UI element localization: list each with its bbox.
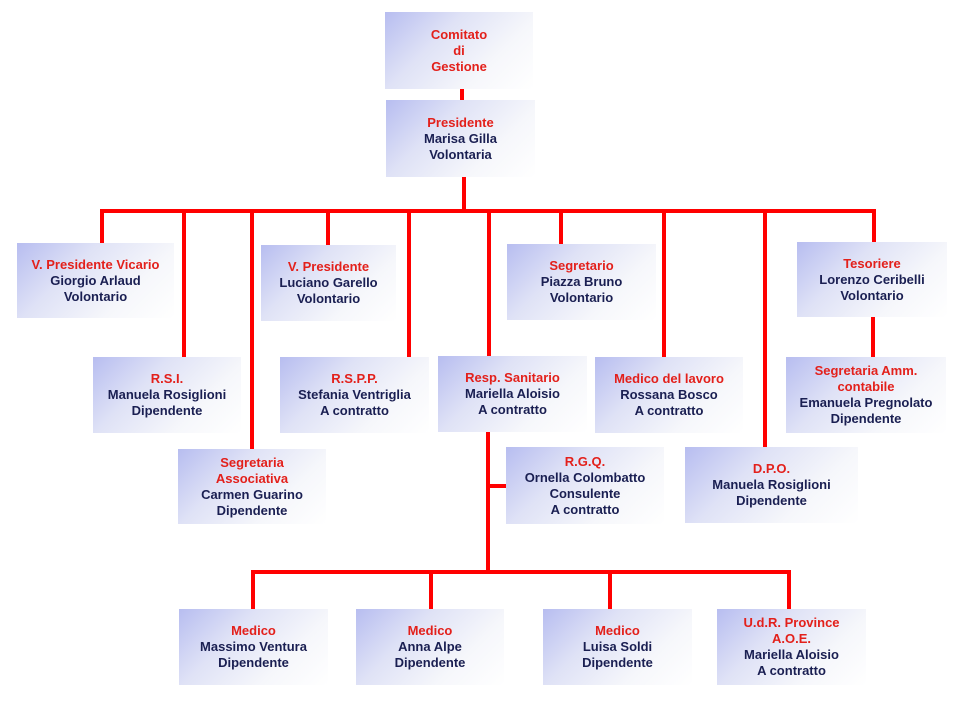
node-title-line: Segretario [549, 258, 614, 273]
node-title-line: Medico [407, 623, 453, 638]
node-text-line: A contratto [478, 402, 547, 417]
node-text-line: Dipendente [830, 411, 902, 426]
node-title-line: Medico [595, 623, 640, 638]
node-text-line: Luisa Soldi [582, 639, 653, 654]
node-text-line: Marisa Gilla [424, 130, 497, 146]
node-title-line: Tesoriere [843, 255, 901, 271]
node-text-line: Piazza Bruno [540, 274, 623, 289]
node-title-line: Segretaria [220, 454, 284, 470]
node-text-line: Volontario [840, 287, 904, 303]
node-text-line: Dipendente [218, 655, 289, 670]
node-text-line: Lorenzo Ceribelli [819, 271, 925, 287]
node-text-line: Consulente [549, 485, 621, 501]
node-text-line: Dipendente [216, 502, 288, 518]
node-title-line: R.G.Q. [564, 453, 606, 469]
node-text-line: Dipendente [736, 493, 807, 508]
node-text-line: Mariella Aloisio [465, 386, 560, 401]
node-text-line: Emanuela Pregnolato [799, 395, 933, 410]
node-text-line: A contratto [757, 663, 826, 678]
node-text-line: Ornella Colombatto [524, 469, 646, 485]
node-text-line: Dipendente [131, 403, 203, 418]
node-title-line: Medico del lavoro [614, 371, 724, 386]
node-text-line: Massimo Ventura [200, 639, 307, 654]
node-text-line: Volontario [296, 291, 361, 306]
node-title-line: A.O.E. [771, 631, 811, 646]
node-title-line: Associativa [215, 470, 289, 486]
node-title-line: R.S.P.P. [331, 371, 378, 386]
node-text-line: Manuela Rosiglioni [712, 477, 831, 492]
node-text-line: A contratto [550, 501, 620, 517]
node-text-line: A contratto [634, 403, 704, 418]
node-text-line: Carmen Guarino [201, 486, 303, 502]
node-text-line: Volontaria [429, 146, 492, 162]
node-title-line: Segretaria Amm. [814, 363, 918, 378]
node-title-line: Medico [231, 623, 276, 638]
node-text-line: Manuela Rosiglioni [107, 387, 227, 402]
node-title-line: U.d.R. Province [743, 615, 840, 630]
node-title-line: V. Presidente [287, 259, 370, 274]
node-text-line: Stefania Ventriglia [298, 387, 411, 402]
node-text-line: Rossana Bosco [620, 387, 718, 402]
node-text-line: Mariella Aloisio [744, 647, 839, 662]
node-title-line: V. Presidente Vicario [31, 256, 160, 272]
node-title-line: di [453, 42, 465, 58]
node-text-line: Giorgio Arlaud [50, 272, 141, 288]
node-text-line: Volontario [63, 288, 128, 304]
node-text-line: Anna Alpe [398, 639, 462, 654]
node-text-line: Dipendente [582, 655, 653, 670]
node-text-line: Dipendente [394, 655, 466, 670]
node-title-line: Comitato [430, 26, 488, 42]
node-title-line: contabile [837, 379, 895, 394]
node-title-line: Resp. Sanitario [465, 370, 560, 385]
node-title-line: Gestione [431, 58, 487, 74]
node-title-line: Presidente [427, 114, 494, 130]
node-text-line: A contratto [320, 403, 389, 418]
node-text-line: Volontario [549, 290, 614, 305]
node-title-line: D.P.O. [752, 461, 791, 476]
node-text-line: Luciano Garello [279, 275, 378, 290]
node-title-line: R.S.I. [150, 371, 184, 386]
